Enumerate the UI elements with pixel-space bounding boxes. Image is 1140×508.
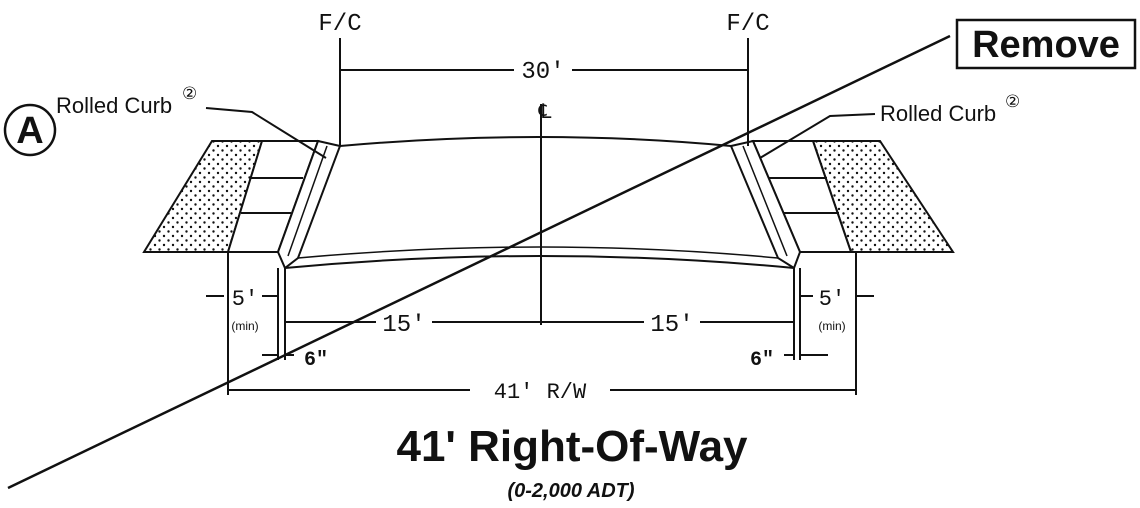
pavement-bottom-edge	[284, 255, 795, 269]
centerline-symbol-icon: ℄	[538, 101, 552, 123]
detail-marker-circle	[3, 103, 57, 157]
dim-6-left-label: 6"	[304, 349, 328, 372]
rolled-curb-right-leader	[759, 113, 876, 159]
dim-5-left-min: (min)	[231, 319, 258, 333]
pavement-top-crown	[339, 136, 732, 147]
detail-marker-letter: A	[16, 110, 43, 152]
left-rolled-curb	[276, 139, 342, 270]
diagram-title: 41' Right-Of-Way	[396, 422, 748, 471]
rolled-curb-right-note-icon: ②	[1005, 92, 1020, 111]
remove-strike-line	[7, 34, 951, 490]
dim-5-right-label: 5'	[819, 287, 845, 312]
rolled-curb-left-label: Rolled Curb	[56, 93, 172, 118]
remove-label: Remove	[972, 24, 1120, 66]
dim-5-left-label: 5'	[232, 287, 258, 312]
rolled-curb-left-note-icon: ②	[182, 84, 197, 103]
dim-15-left-label: 15'	[382, 312, 425, 339]
fc-left-label: F/C	[318, 11, 361, 38]
right-curb-inner-line	[742, 145, 788, 257]
left-curb-inner-line	[287, 145, 328, 257]
rolled-curb-left-leader	[205, 107, 327, 159]
rolled-curb-right-label: Rolled Curb	[880, 101, 996, 126]
dim-6-right-label: 6"	[750, 349, 774, 372]
right-rolled-curb	[729, 139, 802, 270]
pavement-bottom-edge-inner	[297, 246, 779, 259]
dim-30-label: 30'	[521, 59, 564, 86]
dim-41-label: 41' R/W	[494, 380, 587, 405]
dim-15-right-label: 15'	[650, 312, 693, 339]
dim-5-right-min: (min)	[818, 319, 845, 333]
fc-right-label: F/C	[726, 11, 769, 38]
remove-box	[955, 18, 1137, 70]
diagram-subtitle: (0-2,000 ADT)	[507, 480, 634, 502]
